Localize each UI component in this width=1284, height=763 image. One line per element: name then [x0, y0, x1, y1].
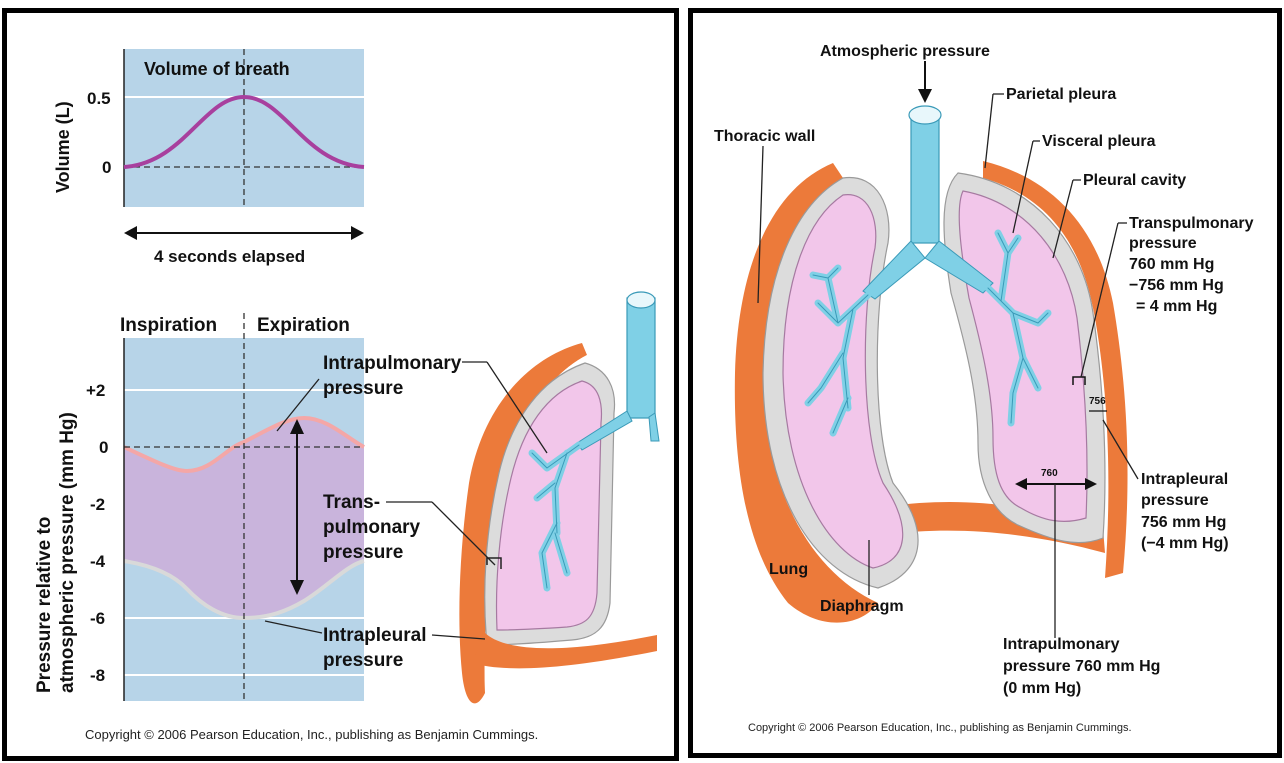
label-diaphragm: Diaphragm [820, 598, 904, 615]
volume-y-label: Volume (L) [53, 101, 73, 193]
label-transpulmonary-4: −756 mm Hg [1129, 277, 1224, 294]
label-intrapulmonary-1: Intrapulmonary [1003, 636, 1120, 653]
label-lung: Lung [769, 561, 808, 578]
volume-tick-0.5: 0.5 [87, 89, 111, 108]
right-copyright: Copyright © 2006 Pearson Education, Inc.… [748, 722, 1132, 734]
right-figure: Atmospheric pressure Parietal pleura Tho… [693, 13, 1277, 753]
pressure-chart: Inspiration Expiration +2 0 -2 -4 -6 -8 … [34, 313, 364, 701]
label-intrapulmonary-3: (0 mm Hg) [1003, 680, 1081, 697]
pressure-tick-0: 0 [99, 438, 108, 457]
trachea [627, 298, 655, 418]
label-visceral: Visceral pleura [1042, 133, 1156, 150]
label-756: 756 [1089, 396, 1106, 407]
left-panel: Volume of breath 0.5 0 Volume (L) 4 seco… [2, 8, 679, 761]
elapsed-label: 4 seconds elapsed [154, 247, 305, 266]
pressure-tick-minus6: -6 [90, 609, 105, 628]
label-pleural-cavity: Pleural cavity [1083, 172, 1186, 189]
trachea-opening [627, 292, 655, 308]
label-trans-3: pressure [323, 542, 403, 563]
label-parietal: Parietal pleura [1006, 86, 1116, 103]
label-intrapleural-2: pressure [323, 650, 403, 671]
label-intrapleural-1: Intrapleural [323, 625, 426, 646]
leader-parietal [985, 94, 993, 168]
label-transpulmonary-2: pressure [1129, 235, 1197, 252]
left-copyright: Copyright © 2006 Pearson Education, Inc.… [85, 727, 538, 742]
label-intrapleural-1: Intrapleural [1141, 471, 1228, 488]
label-760: 760 [1041, 468, 1058, 479]
label-intrapleural-3: 756 mm Hg [1141, 514, 1226, 531]
pressure-tick-minus8: -8 [90, 666, 105, 685]
volume-chart: Volume of breath 0.5 0 Volume (L) 4 seco… [53, 49, 364, 266]
volume-tick-0: 0 [102, 158, 111, 177]
pressure-tick-minus2: -2 [90, 495, 105, 514]
left-figure: Volume of breath 0.5 0 Volume (L) 4 seco… [7, 13, 674, 756]
label-atmospheric: Atmospheric pressure [820, 43, 990, 60]
pressure-y-label-line2: atmospheric pressure (mm Hg) [57, 412, 78, 693]
expiration-label: Expiration [257, 315, 350, 336]
volume-chart-title: Volume of breath [144, 59, 290, 79]
trachea-right [911, 113, 939, 243]
label-intrapulmonary-2: pressure [323, 378, 403, 399]
label-transpulmonary-1: Transpulmonary [1129, 215, 1254, 232]
trachea-right-opening [909, 106, 941, 124]
label-intrapulmonary-2: pressure 760 mm Hg [1003, 658, 1160, 675]
atmospheric-arrow-head [918, 89, 932, 103]
label-transpulmonary-3: 760 mm Hg [1129, 256, 1214, 273]
label-trans-1: Trans- [323, 492, 380, 513]
right-panel: Atmospheric pressure Parietal pleura Tho… [688, 8, 1282, 758]
label-transpulmonary-5: = 4 mm Hg [1136, 298, 1217, 315]
pressure-tick-minus4: -4 [90, 552, 106, 571]
pressure-y-label-line1: Pressure relative to [34, 517, 55, 693]
label-intrapulmonary-1: Intrapulmonary [323, 353, 462, 374]
elapsed-arrow-right-head [351, 226, 364, 240]
label-trans-2: pulmonary [323, 517, 421, 538]
label-intrapleural-2: pressure [1141, 492, 1209, 509]
label-thoracic: Thoracic wall [714, 128, 815, 145]
label-intrapleural-4: (−4 mm Hg) [1141, 535, 1229, 552]
inspiration-label: Inspiration [120, 315, 217, 336]
elapsed-arrow-left-head [124, 226, 137, 240]
lung-illustration [459, 292, 659, 703]
pressure-tick-plus2: +2 [86, 381, 105, 400]
